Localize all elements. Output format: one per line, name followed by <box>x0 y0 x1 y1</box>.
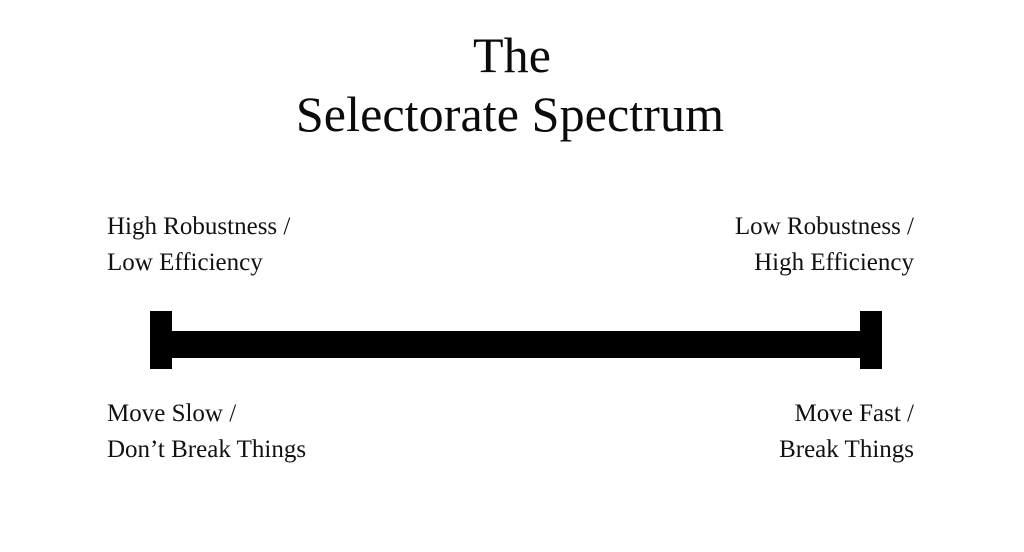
spectrum-axis <box>150 311 882 369</box>
page-title-line-1: The <box>472 27 552 83</box>
page-title: The Selectorate Spectrum <box>0 26 1024 144</box>
label-bottom-left-line-1: Move Slow / <box>107 400 237 427</box>
label-bottom-left-line-2: Don’t Break Things <box>107 435 307 463</box>
label-top-right-line-2: High Efficiency <box>754 248 914 276</box>
label-top-left-line-2: Low Efficiency <box>107 248 263 276</box>
spectrum-right-endcap <box>860 311 882 369</box>
label-bottom-left: Move Slow / Don’t Break Things <box>107 396 306 467</box>
page-title-line-2: Selectorate Spectrum <box>295 86 725 142</box>
label-top-right: Low Robustness / High Efficiency <box>735 209 914 280</box>
label-bottom-right: Move Fast / Break Things <box>779 396 914 467</box>
label-top-left-line-1: High Robustness / <box>107 213 291 240</box>
label-bottom-right-line-2: Break Things <box>779 435 914 463</box>
label-top-right-line-1: Low Robustness / <box>734 213 914 240</box>
label-bottom-right-line-1: Move Fast / <box>794 400 914 427</box>
spectrum-shaft <box>150 331 882 358</box>
label-top-left: High Robustness / Low Efficiency <box>107 209 290 280</box>
